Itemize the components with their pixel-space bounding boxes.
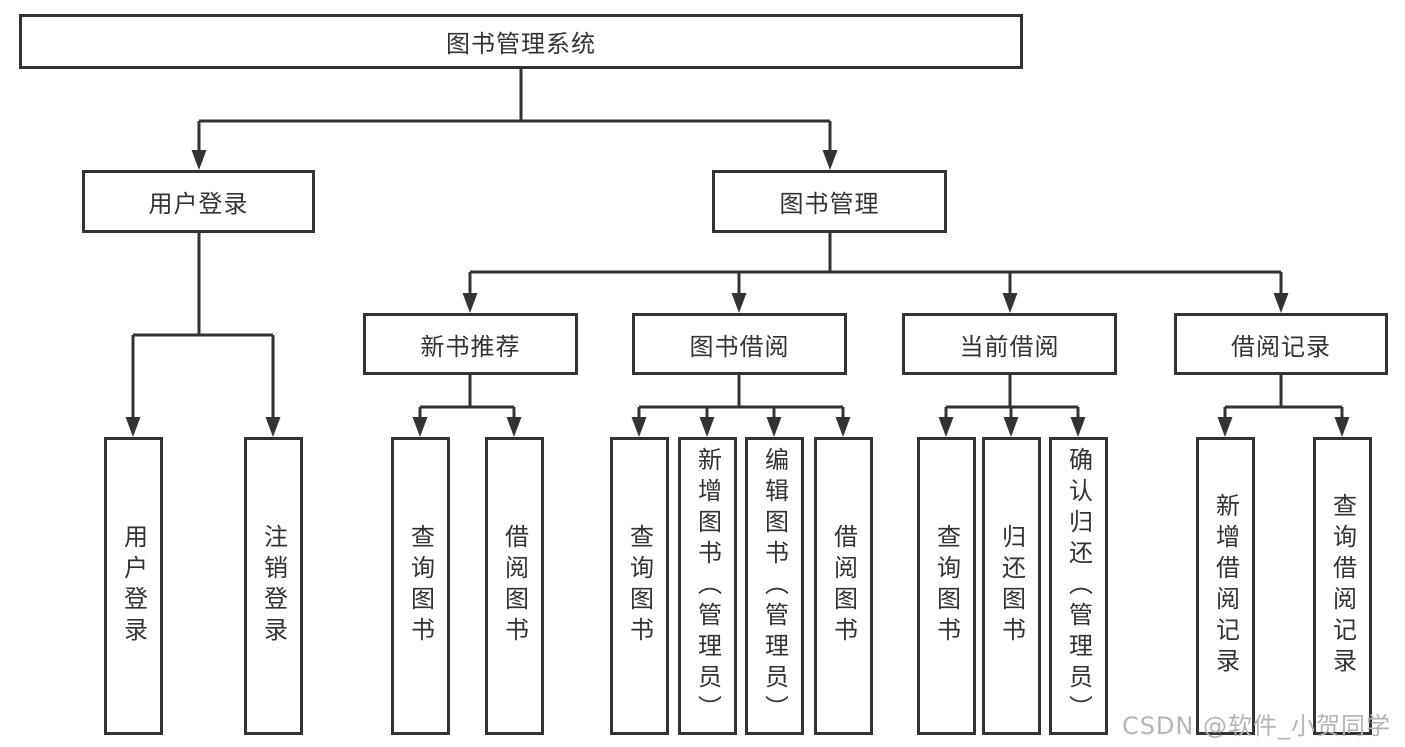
leaf-label: 新增图书（管理员） — [693, 446, 722, 726]
watermark: CSDN @软件_小贺同学 — [1121, 712, 1391, 740]
node-label: 图书借阅 — [689, 332, 790, 361]
leaf-add-borrow-record: 新增借阅记录 — [1196, 437, 1255, 735]
node-library-system: 图书管理系统 — [19, 14, 1023, 69]
leaf-label: 查询借阅记录 — [1328, 493, 1357, 679]
node-label: 当前借阅 — [959, 332, 1060, 361]
leaf-query-books-recommend: 查询图书 — [391, 437, 450, 735]
leaf-query-books-borrow: 查询图书 — [610, 437, 669, 735]
leaf-add-books-admin: 新增图书（管理员） — [678, 437, 737, 735]
leaf-label: 归还图书 — [997, 524, 1026, 648]
node-label: 借阅记录 — [1231, 332, 1331, 361]
leaf-edit-books-admin: 编辑图书（管理员） — [745, 437, 804, 735]
node-new-book-recommend: 新书推荐 — [363, 313, 578, 375]
leaf-return-books: 归还图书 — [982, 437, 1041, 735]
arrowhead-icons — [125, 150, 1350, 437]
leaf-label: 新增借阅记录 — [1211, 493, 1240, 679]
leaf-label: 查询图书 — [932, 524, 961, 648]
leaf-label: 确认归还（管理员） — [1064, 446, 1093, 726]
leaf-label: 查询图书 — [625, 524, 654, 648]
leaf-borrow-books: 借阅图书 — [814, 437, 873, 735]
node-user-login: 用户登录 — [82, 170, 315, 233]
node-label: 图书管理 — [779, 190, 880, 218]
leaf-label: 编辑图书（管理员） — [760, 446, 789, 726]
leaf-label: 用户登录 — [119, 524, 148, 648]
node-label: 图书管理系统 — [446, 30, 596, 58]
leaf-borrow-books-recommend: 借阅图书 — [485, 437, 544, 735]
node-label: 用户登录 — [148, 190, 249, 218]
leaf-label: 借阅图书 — [500, 524, 529, 648]
node-book-management: 图书管理 — [712, 170, 947, 233]
leaf-label: 注销登录 — [259, 524, 288, 648]
leaf-user-login: 用户登录 — [104, 437, 163, 735]
leaf-label: 借阅图书 — [829, 524, 858, 648]
leaf-query-borrow-record: 查询借阅记录 — [1313, 437, 1372, 735]
leaf-logout: 注销登录 — [244, 437, 303, 735]
node-current-borrow: 当前借阅 — [902, 313, 1117, 375]
leaf-query-books-current: 查询图书 — [917, 437, 976, 735]
node-borrow-records: 借阅记录 — [1174, 313, 1388, 375]
leaf-label: 查询图书 — [406, 524, 435, 648]
node-label: 新书推荐 — [420, 332, 521, 361]
leaf-confirm-return-admin: 确认归还（管理员） — [1049, 437, 1108, 735]
node-book-borrow: 图书借阅 — [632, 313, 847, 375]
